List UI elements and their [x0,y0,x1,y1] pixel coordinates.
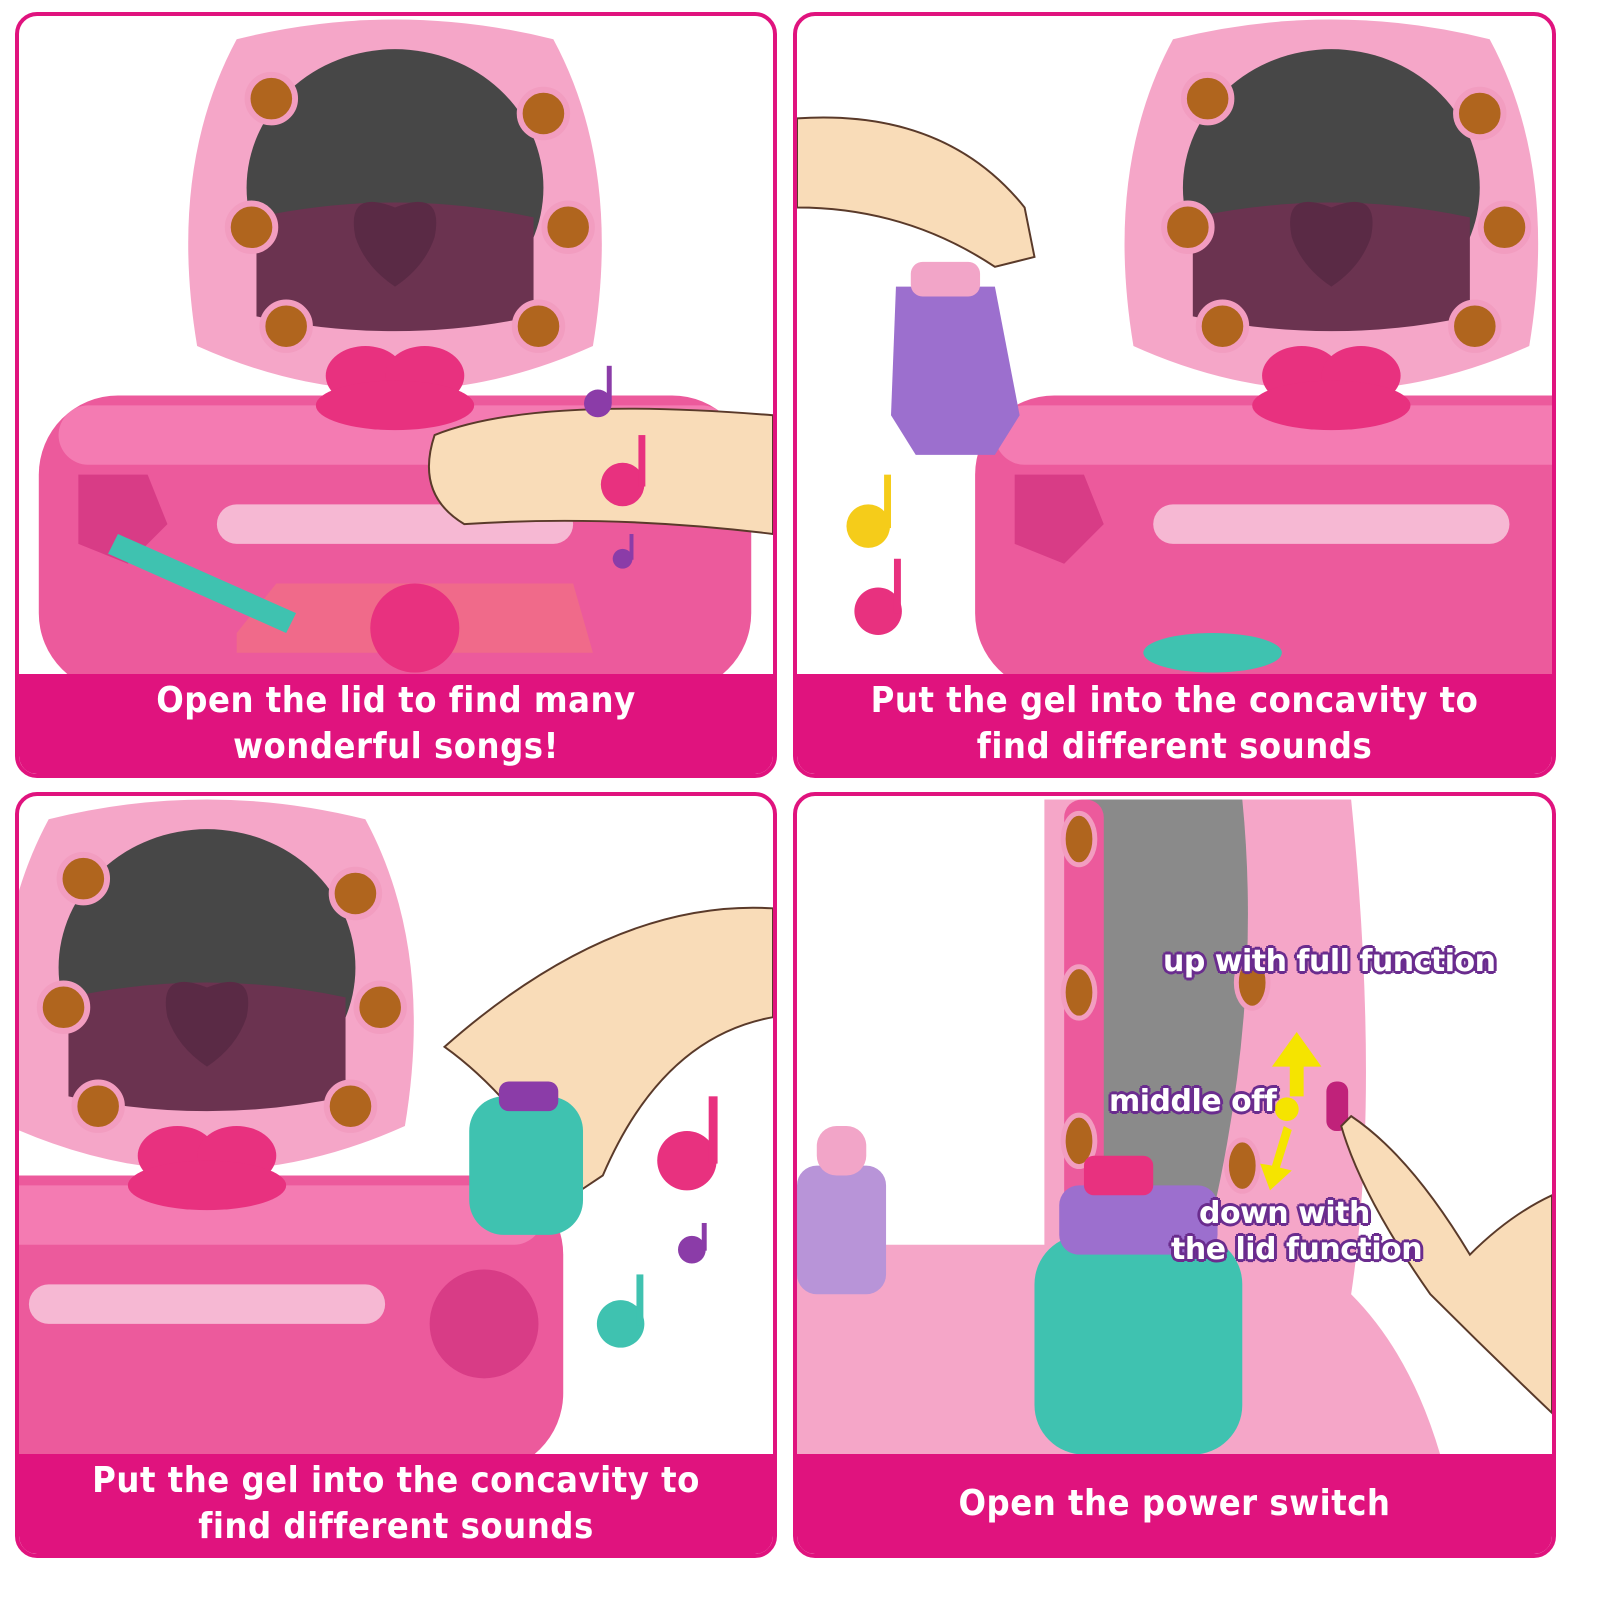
caption: Open the lid to find many wonderful song… [19,674,773,774]
hand-image [427,407,773,536]
label-down-with: down with [1199,1196,1370,1231]
caption: Put the gel into the concavity to find d… [797,674,1552,774]
caption: Put the gel into the concavity to find d… [19,1454,773,1554]
gel-bottle-image [1034,1234,1243,1455]
power-switch [1326,1081,1349,1131]
label-up-full-function: up with full function [1163,944,1496,979]
panel-gel-sounds-1: Put the gel into the concavity to find d… [793,12,1556,778]
music-note-icon [584,365,612,418]
arrow-up-icon [1271,1032,1322,1097]
gel-bottle-image [891,286,1020,455]
gel-bottle-image [469,1096,584,1235]
music-note-icon [612,534,634,569]
vanity-side-illustration [797,799,1552,1455]
vanity-gel-illustration [19,796,773,1458]
panel-gel-sounds-2: Put the gel into the concavity to find d… [15,792,777,1558]
music-note-icon [596,1274,645,1348]
hand-image [1340,1114,1552,1415]
music-note-icon [600,435,646,507]
music-note-icon [846,474,892,548]
arrow-down-icon [1260,1126,1292,1191]
vanity-lid-illustration [19,16,773,678]
label-lid-function: the lid function [1171,1232,1423,1267]
panel-open-lid: Open the lid to find many wonderful song… [15,12,777,778]
caption: Open the power switch [797,1454,1552,1554]
music-note-icon [854,558,902,635]
palette-image [236,583,593,673]
vanity-gel-illustration [797,16,1552,678]
music-note-icon [657,1096,718,1191]
panel-power-switch: up with full function middle off down wi… [793,792,1556,1558]
hand-image [797,116,1036,268]
label-middle-off: middle off [1109,1084,1277,1119]
music-note-icon [678,1222,707,1264]
